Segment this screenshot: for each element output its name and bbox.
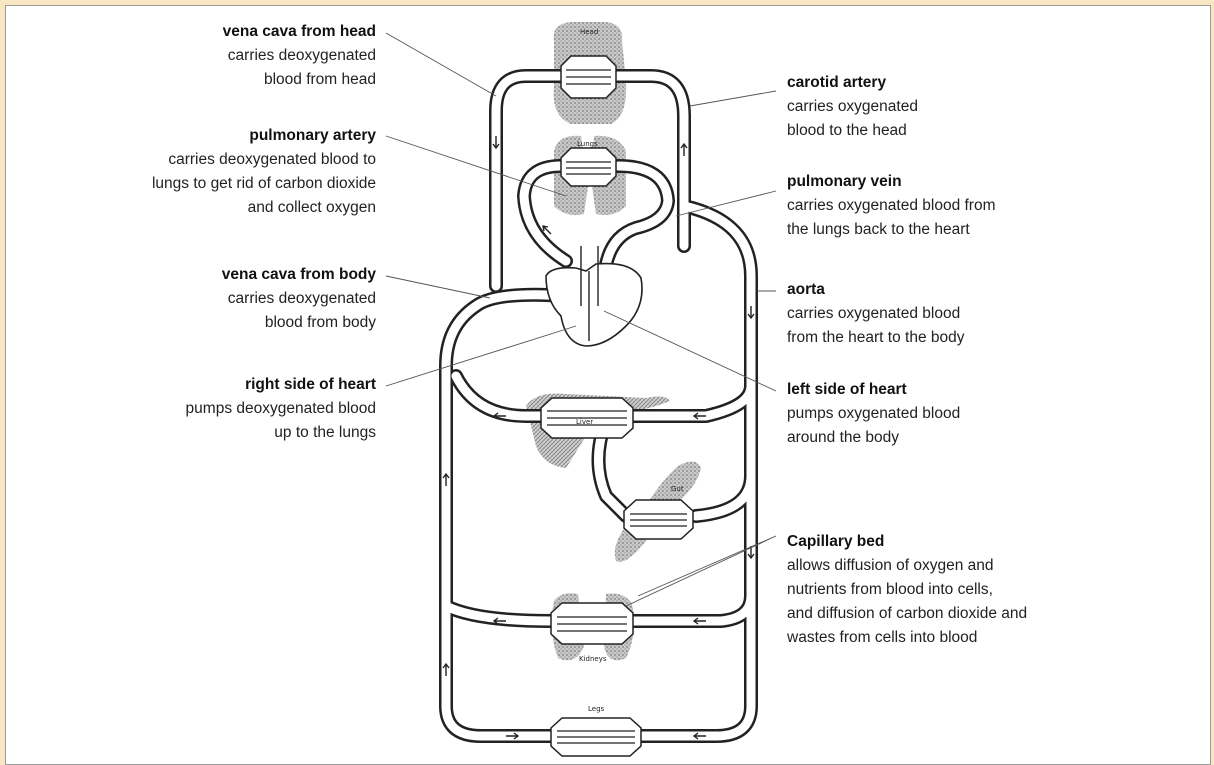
carotid-artery-title: carotid artery xyxy=(787,71,918,95)
annotation-vena-cava-head: vena cava from head carries deoxygenated… xyxy=(223,20,376,92)
capillary-bed-title: Capillary bed xyxy=(787,530,1027,554)
pulmonary-artery-desc: carries deoxygenated blood to lungs to g… xyxy=(152,148,376,220)
annotation-pulmonary-vein: pulmonary vein carries oxygenated blood … xyxy=(787,170,996,242)
legs-label: Legs xyxy=(588,705,605,713)
vena-cava-body-title: vena cava from body xyxy=(222,263,376,287)
leader-vena-cava-head xyxy=(386,33,496,96)
leader-carotid-artery xyxy=(690,91,776,106)
annotation-right-heart: right side of heart pumps deoxygenated b… xyxy=(186,373,376,445)
leader-right-heart xyxy=(386,326,576,386)
right-heart-title: right side of heart xyxy=(186,373,376,397)
aorta-title: aorta xyxy=(787,278,965,302)
pulmonary-vein-title: pulmonary vein xyxy=(787,170,996,194)
left-heart-desc: pumps oxygenated blood around the body xyxy=(787,402,960,450)
pulmonary-artery-title: pulmonary artery xyxy=(152,124,376,148)
gut-label: Gut xyxy=(671,485,684,493)
liver-label: Liver xyxy=(576,418,593,426)
capillary-bed-desc: allows diffusion of oxygen and nutrients… xyxy=(787,554,1027,650)
pulmonary-vein-desc: carries oxygenated blood from the lungs … xyxy=(787,194,996,242)
annotation-vena-cava-body: vena cava from body carries deoxygenated… xyxy=(222,263,376,335)
carotid-artery-desc: carries oxygenated blood to the head xyxy=(787,95,918,143)
leader-vena-cava-body xyxy=(386,276,490,298)
vena-cava-body-desc: carries deoxygenated blood from body xyxy=(222,287,376,335)
kidneys-label: Kidneys xyxy=(579,655,607,663)
annotation-aorta: aorta carries oxygenated blood from the … xyxy=(787,278,965,350)
lungs-label: Lungs xyxy=(577,140,598,148)
aorta-desc: carries oxygenated blood from the heart … xyxy=(787,302,965,350)
diagram-page: Head Lungs Liver Gut Kidneys Legs xyxy=(5,5,1211,765)
vena-cava-head-desc: carries deoxygenated blood from head xyxy=(223,44,376,92)
annotation-pulmonary-artery: pulmonary artery carries deoxygenated bl… xyxy=(152,124,376,220)
annotation-carotid-artery: carotid artery carries oxygenated blood … xyxy=(787,71,918,143)
left-heart-title: left side of heart xyxy=(787,378,960,402)
annotation-capillary-bed: Capillary bed allows diffusion of oxygen… xyxy=(787,530,1027,650)
head-label: Head xyxy=(580,28,598,36)
lungs-capillary-bed xyxy=(561,148,616,186)
annotation-left-heart: left side of heart pumps oxygenated bloo… xyxy=(787,378,960,450)
right-heart-desc: pumps deoxygenated blood up to the lungs xyxy=(186,397,376,445)
vena-cava-head-title: vena cava from head xyxy=(223,20,376,44)
